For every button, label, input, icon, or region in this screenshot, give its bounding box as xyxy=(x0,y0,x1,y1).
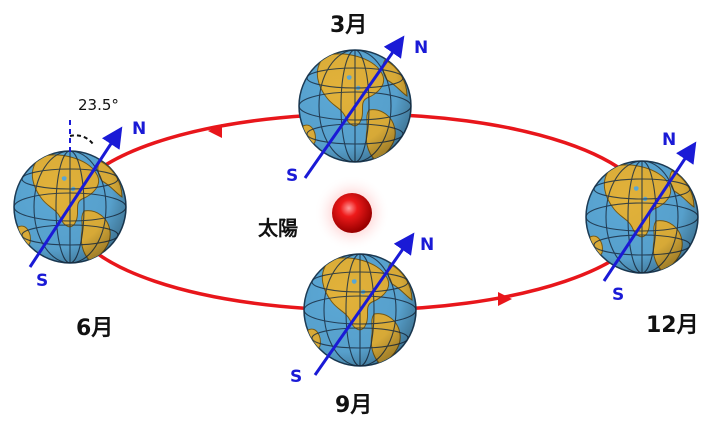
sun xyxy=(314,175,390,251)
axis-arrow-icon xyxy=(313,232,415,376)
tilt-angle-indicator xyxy=(69,120,94,152)
axis-arrow-icon xyxy=(28,126,123,268)
sun-label: 太陽 xyxy=(258,216,298,240)
orbit-direction-arrow-top xyxy=(208,124,222,138)
south-label-june: S xyxy=(36,271,48,291)
month-label-march: 3月 xyxy=(330,13,367,38)
north-label-june: N xyxy=(132,119,146,139)
month-label-december: 12月 xyxy=(646,313,699,338)
orbit-direction-arrow-bottom xyxy=(498,292,512,306)
axis-arrow-icon xyxy=(303,35,405,179)
earth-september xyxy=(304,232,416,376)
axis-arrow-icon xyxy=(602,141,697,282)
earth-march xyxy=(299,35,411,179)
month-label-september: 9月 xyxy=(335,393,372,418)
south-label-september: S xyxy=(290,367,302,387)
earth-june xyxy=(14,126,126,268)
north-label-september: N xyxy=(420,235,434,255)
south-label-december: S xyxy=(612,285,624,305)
north-label-march: N xyxy=(414,38,428,58)
earth-december xyxy=(586,141,698,282)
month-label-june: 6月 xyxy=(76,316,113,341)
south-label-march: S xyxy=(286,166,298,186)
tilt-angle-label: 23.5° xyxy=(78,96,119,114)
north-label-december: N xyxy=(662,130,676,150)
